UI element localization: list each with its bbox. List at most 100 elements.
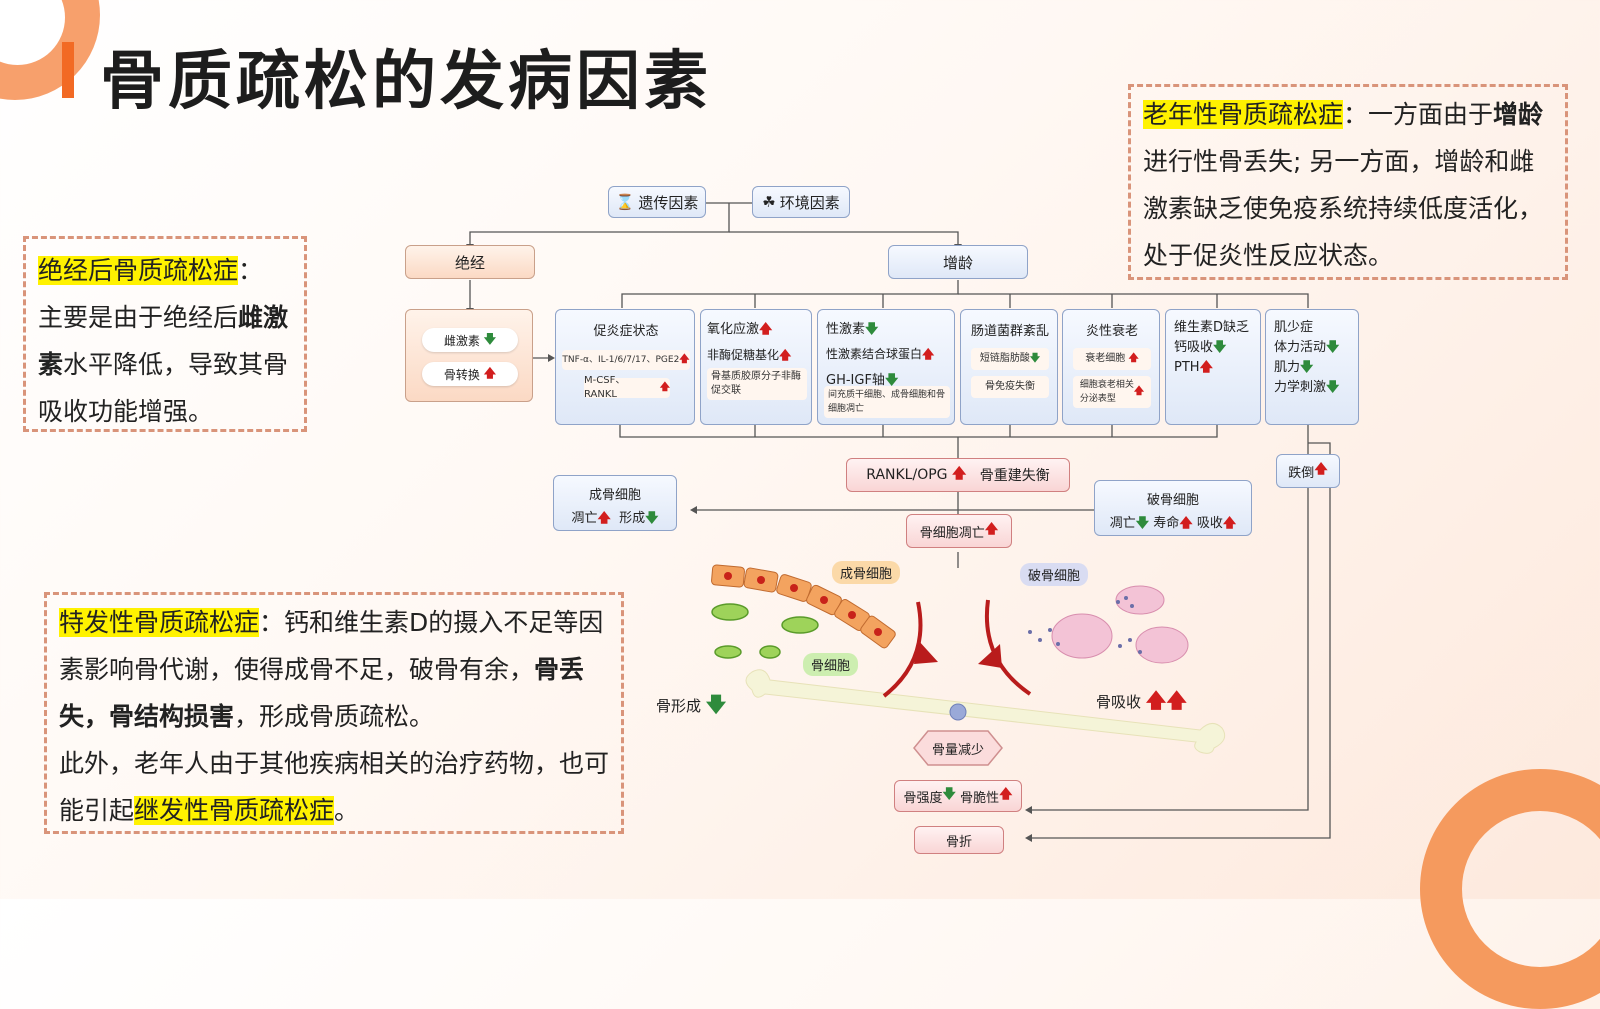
- osteocyte-illustration-label: 骨细胞: [803, 653, 859, 676]
- menopause-box: 绝经: [405, 245, 535, 279]
- down-arrow-icon: 🡇: [1029, 353, 1041, 364]
- idiopathic-text4: 。: [334, 796, 360, 825]
- idiopathic-text1: ：钙和维生素D的摄入不足等因素影响骨代谢，使得成骨不足，破骨有余，: [59, 608, 604, 684]
- idiopathic-highlight: 特发性骨质疏松症: [59, 608, 260, 637]
- menopause-label: 绝经: [454, 253, 485, 272]
- up-arrow-icon: 🡅: [951, 466, 967, 482]
- up-arrow-icon: 🡅: [483, 365, 497, 380]
- postmenopausal-bold: 雌激素: [38, 303, 289, 379]
- page-title: 骨质疏松的发病因素: [100, 45, 712, 119]
- senile-highlight: 老年性骨质疏松症: [1143, 100, 1344, 129]
- sarcopenia-label: 肌少症: [1274, 320, 1314, 335]
- genetic-factor-box: ⌛遗传因素: [608, 186, 706, 218]
- strength-brittleness-box: 骨强度🡇 骨脆性🡅: [894, 780, 1022, 812]
- inflammation-sub1: TNF-α、IL-1/6/7/17、PGE2🡅: [562, 350, 690, 370]
- up-arrow-icon: 🡅: [779, 348, 792, 362]
- inflammation-title: 促炎症状态: [593, 324, 659, 339]
- vitd-box: 维生素D缺乏 钙吸收🡇 PTH🡅: [1165, 309, 1261, 425]
- osteoblast-box: 成骨细胞 凋亡🡅 形成🡇: [553, 475, 677, 531]
- diagram-connectors: [466, 202, 1331, 842]
- up-arrow-icon: 🡅: [1314, 462, 1328, 477]
- vitd-line2: 钙吸收🡇: [1174, 338, 1252, 358]
- up-arrow-icon: 🡅: [759, 322, 773, 337]
- gut-sub2: 骨免疫失衡: [971, 376, 1049, 398]
- fracture-box: 骨折: [914, 826, 1004, 854]
- glycation-label: 非酶促糖基化: [707, 348, 780, 362]
- bone-mass-label: 骨量减少: [931, 742, 984, 758]
- osteoblast-apoptosis: 凋亡: [571, 511, 598, 526]
- bone-turnover-pill: 骨转换 🡅: [422, 362, 518, 386]
- estrogen-pill: 雌激素 🡇: [422, 328, 518, 352]
- idiopathic-bold: 骨丢失，骨结构损害: [59, 655, 585, 731]
- aging-label: 增龄: [942, 253, 973, 272]
- up-arrow-icon: 🡅: [1222, 516, 1237, 531]
- sasp-label: 细胞衰老相关分泌表型: [1079, 380, 1134, 404]
- postmenopausal-text2: 水平降低，导致其骨吸收功能增强。: [38, 350, 289, 426]
- vitd-line3: PTH🡅: [1174, 358, 1252, 378]
- oxidative-line2: 非酶促糖基化🡅: [707, 346, 805, 367]
- down-arrow-icon: 🡇: [942, 787, 956, 802]
- inflammation-box: 促炎症状态 TNF-α、IL-1/6/7/17、PGE2🡅 M-CSF、RANK…: [555, 309, 695, 425]
- up-arrow-icon: 🡅: [999, 787, 1013, 802]
- estrogen-box: 雌激素 🡇 骨转换 🡅: [405, 309, 533, 402]
- osteoclast-resorption: 吸收: [1196, 516, 1223, 531]
- physical-activity-label: 体力活动: [1274, 340, 1327, 355]
- up-arrow-icon: 🡅: [1199, 360, 1213, 375]
- osteoblast-changes: 凋亡🡅 形成🡇: [554, 507, 676, 531]
- gh-igf-label: GH-IGF轴: [826, 373, 885, 388]
- osteoblast-formation: 形成: [619, 511, 646, 526]
- inflammation-cytokines: TNF-α、IL-1/6/7/17、PGE2: [562, 355, 680, 365]
- postmenopausal-colon: ：: [238, 256, 264, 285]
- bone-strength-label: 骨强度: [903, 790, 943, 806]
- down-arrow-icon: 🡇: [1213, 340, 1227, 355]
- osteocyte-apoptosis-box: 骨细胞凋亡🡅: [906, 514, 1012, 548]
- idiopathic-text2: ，形成骨质疏松。: [234, 702, 435, 731]
- osteoclast-box: 破骨细胞 凋亡🡇 寿命🡅 吸收🡅: [1094, 480, 1252, 536]
- mechanical-stimulus-label: 力学刺激: [1274, 380, 1327, 395]
- down-arrow-icon: 🡇: [1135, 516, 1150, 531]
- senile-note: 老年性骨质疏松症：一方面由于增龄进行性骨丢失; 另一方面，增龄和雌激素缺乏使免疫…: [1128, 84, 1568, 280]
- shbg-label: 性激素结合球蛋白: [826, 347, 923, 361]
- inflammation-sub2: M-CSF、RANKL 🡅: [584, 375, 670, 400]
- bone-turnover-label: 骨转换: [443, 367, 480, 382]
- senescent-cell-label: 衰老细胞: [1085, 353, 1126, 364]
- up-arrow-icon: 🡅: [922, 347, 935, 361]
- up-arrow-icon: 🡅: [659, 382, 670, 393]
- osteoblast-illustration-label: 成骨细胞: [832, 561, 901, 584]
- pth-label: PTH: [1174, 360, 1200, 375]
- down-arrow-icon: 🡇: [1326, 380, 1340, 395]
- up-arrow-icon: 🡅: [1128, 353, 1139, 364]
- gut-title: 肠道菌群紊乱: [970, 324, 1049, 339]
- bone-shape: [745, 669, 1226, 754]
- rankl-label: RANKL/OPG: [866, 467, 948, 483]
- senescence-sub2: 细胞衰老相关分泌表型🡅: [1073, 376, 1151, 408]
- up-arrow-icon: 🡅: [597, 511, 611, 526]
- bone-formation-text: 骨形成: [656, 697, 702, 715]
- dna-icon: ⌛: [615, 193, 635, 211]
- pathogenesis-diagram: ⌛遗传因素 ☘环境因素 绝经 增龄 雌激素 🡇 骨转换 🡅 促炎症状态 TNF-…: [405, 186, 1359, 854]
- idiopathic-note: 特发性骨质疏松症：钙和维生素D的摄入不足等因素影响骨代谢，使得成骨不足，破骨有余…: [44, 592, 624, 834]
- fall-box: 跌倒🡅: [1276, 454, 1340, 488]
- remodel-label: 骨重建失衡: [979, 468, 1050, 484]
- fracture-label: 骨折: [945, 834, 972, 850]
- up-arrow-icon: 🡅: [1166, 688, 1187, 712]
- gut-sub1: 短链脂肪酸🡇: [971, 348, 1049, 370]
- genetic-label: 遗传因素: [638, 193, 699, 212]
- senescence-sub1: 衰老细胞 🡅: [1073, 348, 1151, 370]
- gut-box: 肠道菌群紊乱 短链脂肪酸🡇 骨免疫失衡: [960, 309, 1058, 425]
- up-arrow-icon: 🡅: [679, 354, 690, 365]
- bone-brittleness-label: 骨脆性: [960, 790, 1000, 806]
- idiopathic-text3: 此外，老年人由于其他疾病相关的治疗药物，也可能引起: [59, 749, 610, 825]
- scfa-label: 短链脂肪酸: [979, 353, 1030, 364]
- aging-box: 增龄: [888, 245, 1028, 279]
- osteoclast-illustration-label: 破骨细胞: [1020, 563, 1089, 586]
- postmenopausal-text1: 主要是由于绝经后: [38, 303, 239, 332]
- sarcopenia-line2: 体力活动🡇: [1274, 338, 1350, 358]
- sarcopenia-line3: 肌力🡇: [1274, 358, 1350, 378]
- down-arrow-icon: 🡇: [1326, 340, 1340, 355]
- title-accent-bar: [62, 42, 74, 98]
- environment-label: 环境因素: [779, 193, 840, 212]
- down-arrow-icon: 🡇: [483, 331, 497, 346]
- vitd-label: 维生素D缺乏: [1174, 320, 1250, 335]
- sex-hormone-box: 性激素🡇 性激素结合球蛋白🡅 GH-IGF轴🡇 间充质干细胞、成骨细胞和骨细胞凋…: [817, 309, 955, 425]
